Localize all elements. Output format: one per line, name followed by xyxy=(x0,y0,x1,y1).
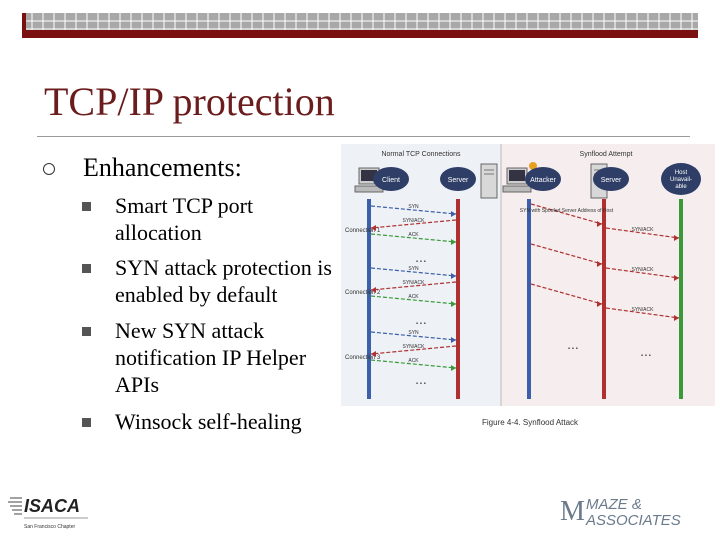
sub-bullet-text: SYN attack protection is enabled by defa… xyxy=(115,255,332,307)
svg-text:SYN: SYN xyxy=(408,330,419,336)
svg-text:SYN with Spoofed Server Addres: SYN with Spoofed Server Address of Host xyxy=(520,208,614,214)
svg-text:Connection 3: Connection 3 xyxy=(345,355,381,361)
synflood-diagram: Normal TCP Connections Synflood Attempt … xyxy=(341,144,715,406)
svg-text:MAZE &: MAZE & xyxy=(586,496,642,513)
svg-text:ISACA: ISACA xyxy=(24,496,80,516)
svg-text:SYN/ACK: SYN/ACK xyxy=(403,280,426,286)
normal-panel-title: Normal TCP Connections xyxy=(381,151,461,158)
synack-to-host-arrow: SYN/ACK xyxy=(605,307,680,321)
svg-text:Server: Server xyxy=(601,177,622,184)
svg-text:ASSOCIATES: ASSOCIATES xyxy=(585,512,681,529)
sub-bullet-text: New SYN attack notification IP Helper AP… xyxy=(115,318,307,397)
svg-text:Unavail-: Unavail- xyxy=(670,177,692,183)
server-computer-icon xyxy=(480,163,498,199)
syn-arrow: SYN xyxy=(370,204,457,217)
ack-arrow: ACK xyxy=(370,294,457,307)
svg-text:ACK: ACK xyxy=(408,232,419,238)
svg-text:...: ... xyxy=(567,336,579,352)
svg-text:...: ... xyxy=(640,343,652,359)
synack-arrow: SYN/ACK xyxy=(370,218,457,231)
ack-arrow: ACK xyxy=(370,358,457,371)
svg-text:Client: Client xyxy=(382,177,400,184)
square-bullet-icon xyxy=(82,418,91,427)
node-attack-server: Server xyxy=(593,167,629,191)
header-decorative-bar xyxy=(22,13,698,38)
svg-text:Attacker: Attacker xyxy=(530,177,556,184)
synack-arrow: SYN/ACK xyxy=(370,344,457,357)
figure-caption: Figure 4-4. Synflood Attack xyxy=(482,418,579,427)
attacker-computer-icon xyxy=(502,162,537,193)
hollow-circle-bullet-icon xyxy=(43,163,55,175)
node-client: Client xyxy=(373,167,409,191)
node-host-unavailable: Host Unavail- able xyxy=(661,163,701,195)
svg-text:...: ... xyxy=(415,311,427,327)
synack-to-host-arrow: SYN/ACK xyxy=(605,227,680,241)
sub-bullet-text: Smart TCP port allocation xyxy=(115,193,254,245)
svg-text:ACK: ACK xyxy=(408,294,419,300)
svg-text:SYN: SYN xyxy=(408,266,419,272)
slide-title: TCP/IP protection xyxy=(44,79,335,124)
title-divider xyxy=(37,136,690,137)
svg-text:able: able xyxy=(675,184,687,190)
svg-text:Connection 1: Connection 1 xyxy=(345,228,381,234)
header-grid-pattern xyxy=(22,13,698,38)
svg-text:SYN/ACK: SYN/ACK xyxy=(403,218,426,224)
svg-text:...: ... xyxy=(415,371,427,387)
node-attacker: Attacker xyxy=(525,167,561,191)
svg-text:SYN: SYN xyxy=(408,204,419,210)
square-bullet-icon xyxy=(82,202,91,211)
svg-text:ACK: ACK xyxy=(408,358,419,364)
svg-text:San Francisco Chapter: San Francisco Chapter xyxy=(24,524,75,530)
svg-text:SYN/ACK: SYN/ACK xyxy=(632,307,655,313)
main-bullet-label: Enhancements: xyxy=(83,153,242,182)
spoofed-syn-arrow: SYN with Spoofed Server Address of Host xyxy=(520,203,614,227)
svg-text:Server: Server xyxy=(448,177,469,184)
synack-arrow: SYN/ACK xyxy=(370,280,457,293)
square-bullet-icon xyxy=(82,264,91,273)
sub-bullet-text: Winsock self-healing xyxy=(115,409,302,434)
svg-text:...: ... xyxy=(415,249,427,265)
synack-to-host-arrow: SYN/ACK xyxy=(605,267,680,281)
svg-text:M: M xyxy=(560,496,585,527)
ellipsis-marks: ... ... ... ... ... xyxy=(415,249,652,387)
svg-text:SYN/ACK: SYN/ACK xyxy=(632,227,655,233)
node-server: Server xyxy=(440,167,476,191)
ack-arrow: ACK xyxy=(370,232,457,245)
svg-text:SYN/ACK: SYN/ACK xyxy=(632,267,655,273)
maze-associates-logo: M MAZE & ASSOCIATES xyxy=(560,496,681,529)
square-bullet-icon xyxy=(82,327,91,336)
spoofed-syn-arrow xyxy=(530,283,603,307)
svg-text:SYN/ACK: SYN/ACK xyxy=(403,344,426,350)
attack-panel-title: Synflood Attempt xyxy=(580,151,633,158)
svg-text:Host: Host xyxy=(675,170,688,176)
syn-arrow: SYN xyxy=(370,266,457,279)
svg-text:Connection 2: Connection 2 xyxy=(345,290,381,296)
isaca-logo: ISACA San Francisco Chapter xyxy=(8,496,88,530)
spoofed-syn-arrow xyxy=(530,243,603,267)
syn-arrow: SYN xyxy=(370,330,457,343)
connection-labels: Connection 1 Connection 2 Connection 3 xyxy=(345,228,381,361)
